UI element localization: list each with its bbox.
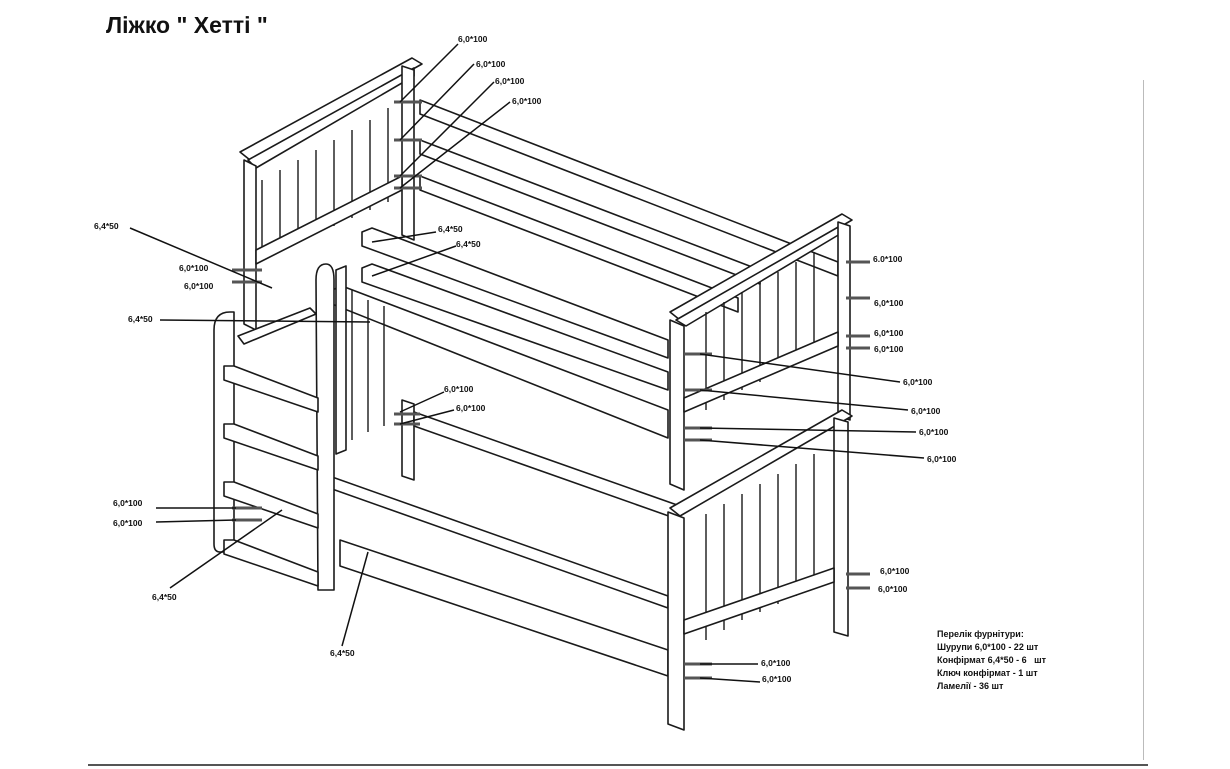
label-right-7: 6,0*100: [919, 427, 949, 437]
lower-bunk-frame: [317, 265, 681, 677]
label-right-4: 6,0*100: [874, 344, 904, 354]
label-left-screw-2: 6,0*100: [184, 281, 214, 291]
label-top-2: 6,0*100: [476, 59, 506, 69]
label-top-4: 6,0*100: [512, 96, 542, 106]
label-left-confirmat-1: 6,4*50: [94, 221, 119, 231]
label-right-8: 6,0*100: [927, 454, 957, 464]
hardware-item-confirmats: Конфірмат 6,4*50 - 6 шт: [937, 655, 1047, 665]
right-upper-headboard: [669, 213, 853, 491]
hardware-item-key: Ключ конфірмат - 1 шт: [937, 668, 1038, 678]
label-left-confirmat-2: 6,4*50: [128, 314, 153, 324]
label-left-screw-1: 6,0*100: [179, 263, 209, 273]
label-ladder-screw-1: 6,0*100: [113, 498, 143, 508]
right-lower-headboard: [667, 409, 853, 731]
hardware-item-lamellas: Ламелії - 36 шт: [937, 681, 1004, 691]
ladder: [213, 263, 335, 591]
label-right-6: 6,0*100: [911, 406, 941, 416]
label-right-lower-2: 6,0*100: [878, 584, 908, 594]
upper-long-rails: [331, 99, 839, 439]
label-right-5: 6,0*100: [903, 377, 933, 387]
hardware-heading: Перелік фурнітури:: [937, 629, 1024, 639]
label-top-3: 6,0*100: [495, 76, 525, 86]
hardware-list: Перелік фурнітури: Шурупи 6,0*100 - 22 ш…: [937, 628, 1046, 693]
diagram-title: Ліжко " Хетті ": [106, 12, 268, 38]
label-mid-confirmat-1: 6,4*50: [438, 224, 463, 234]
label-ladder-screw-2: 6,0*100: [113, 518, 143, 528]
bottom-divider: [88, 764, 1148, 766]
hardware-item-screws: Шурупи 6,0*100 - 22 шт: [937, 642, 1039, 652]
left-headboard: [239, 57, 423, 331]
label-ladder-confirmat: 6,4*50: [152, 592, 177, 602]
label-bottom-right-1: 6,0*100: [761, 658, 791, 668]
label-right-1: 6.0*100: [873, 254, 903, 264]
label-bottom-right-2: 6,0*100: [762, 674, 792, 684]
label-top-1: 6,0*100: [458, 34, 488, 44]
scan-edge-line: [1143, 80, 1144, 760]
label-right-2: 6,0*100: [874, 298, 904, 308]
fastener-labels: 6,0*100 6,0*100 6,0*100 6,0*100 6,4*50 6…: [94, 34, 957, 684]
label-bottom-confirmat: 6,4*50: [330, 648, 355, 658]
label-right-3: 6,0*100: [874, 328, 904, 338]
label-mid-screw-2: 6,0*100: [456, 403, 486, 413]
leader-lines: [129, 43, 925, 683]
label-right-lower-1: 6,0*100: [880, 566, 910, 576]
label-mid-screw-1: 6,0*100: [444, 384, 474, 394]
label-mid-confirmat-2: 6,4*50: [456, 239, 481, 249]
